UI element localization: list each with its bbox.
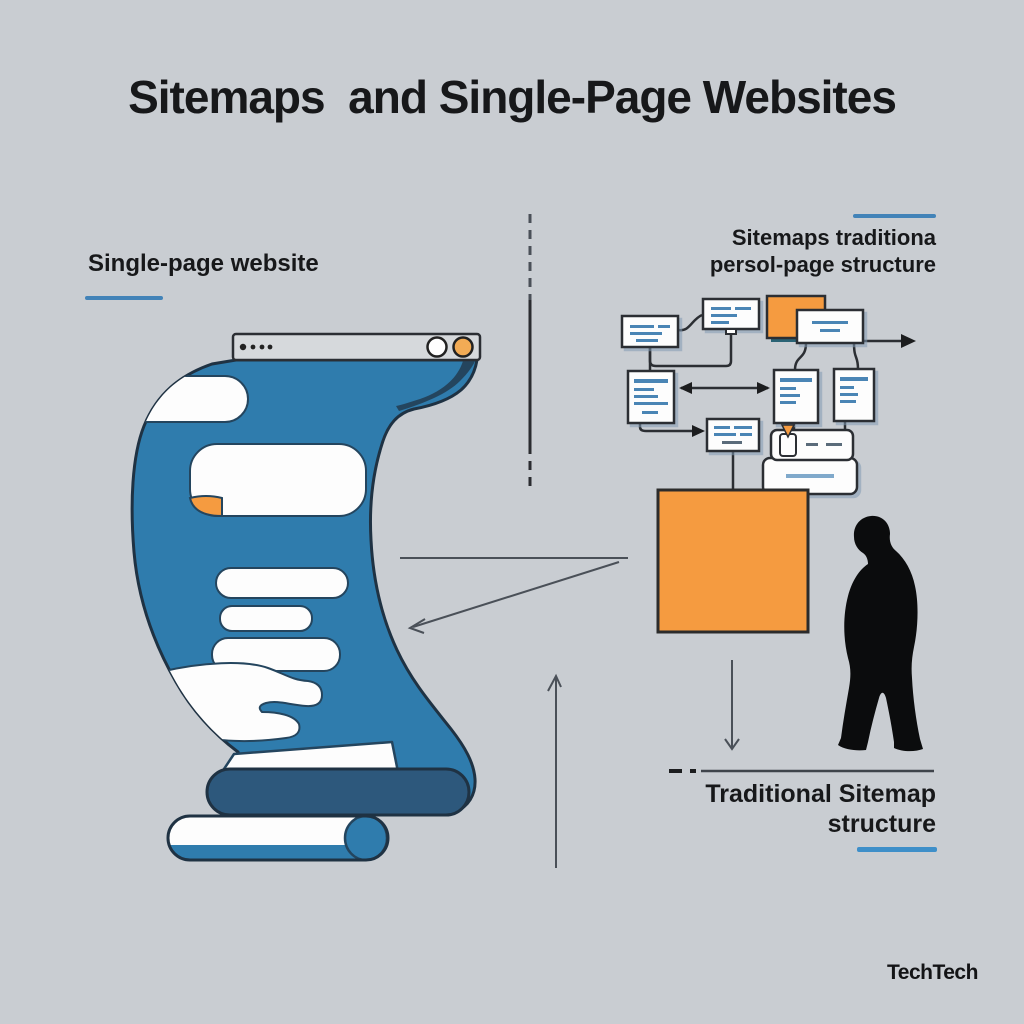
brand-logo: TechTech	[887, 961, 978, 984]
sitemap-node-f	[832, 367, 876, 423]
bottom-section-heading: Traditional Sitemap structure	[705, 779, 936, 839]
sitemap-node-d	[626, 369, 676, 425]
sitemap-node-c	[795, 308, 865, 345]
left-section-label: Single-page website	[88, 250, 319, 277]
arrow-head-into-g	[692, 425, 705, 437]
browser-menu-dot-4	[267, 344, 273, 350]
left-label-underline	[85, 296, 163, 300]
scroll-bottom-cylinder	[166, 814, 390, 862]
man-silhouette	[838, 515, 923, 752]
scroll-text-pill-2	[219, 605, 313, 632]
browser-circle-white-icon	[426, 336, 448, 358]
bottom-heading-line1: Traditional Sitemap	[705, 780, 936, 808]
connector-c-e	[793, 342, 808, 371]
middle-arrows	[400, 557, 628, 868]
connector-a-b-curve	[677, 313, 703, 332]
sitemap-node-e	[772, 368, 820, 425]
connector-d-g	[638, 423, 694, 433]
sitemap-node-a	[620, 314, 680, 349]
sitemap-node-stack	[761, 424, 859, 496]
scroll-dark-roll	[205, 767, 471, 817]
right-heading-topline	[853, 214, 936, 218]
scroll-content-blob-top	[132, 375, 249, 423]
page-title: Sitemaps and Single-Page Websites	[128, 71, 897, 123]
scroll-illustration	[130, 332, 482, 862]
down-arrow	[724, 660, 740, 751]
right-heading-line2: persol-page structure	[709, 252, 936, 277]
scroll-curl-shadow	[396, 361, 475, 411]
browser-menu-dot-1	[239, 343, 247, 351]
up-arrow-head	[547, 673, 562, 692]
diagonal-arrow-line	[412, 561, 620, 628]
connector-c-f	[852, 342, 860, 370]
orange-square-node	[656, 488, 810, 634]
sitemap-flowchart	[620, 294, 916, 751]
bottom-heading-line2: structure	[827, 810, 936, 838]
browser-bar	[231, 332, 482, 362]
stack-orange-marker-icon	[780, 424, 796, 439]
scroll-text-pill-1	[215, 567, 349, 599]
double-arrow-head-left	[679, 382, 692, 394]
sitemap-node-g	[705, 417, 761, 453]
double-arrow-head-right	[757, 382, 770, 394]
bottom-rule	[669, 769, 934, 773]
browser-menu-dot-3	[259, 344, 265, 350]
sitemap-node-b	[701, 297, 761, 335]
diagonal-arrow-head	[407, 618, 426, 634]
browser-circle-orange-icon	[452, 336, 474, 358]
browser-menu-dot-2	[250, 344, 256, 350]
right-section-heading: Sitemaps traditiona persol-page structur…	[710, 224, 936, 278]
arrow-head-c-right	[901, 334, 916, 348]
scroll-hero-orange-fold	[188, 495, 223, 518]
bottom-heading-underline	[857, 847, 937, 852]
scroll-hero-block	[189, 443, 367, 517]
right-heading-line1: Sitemaps traditiona	[731, 225, 936, 250]
